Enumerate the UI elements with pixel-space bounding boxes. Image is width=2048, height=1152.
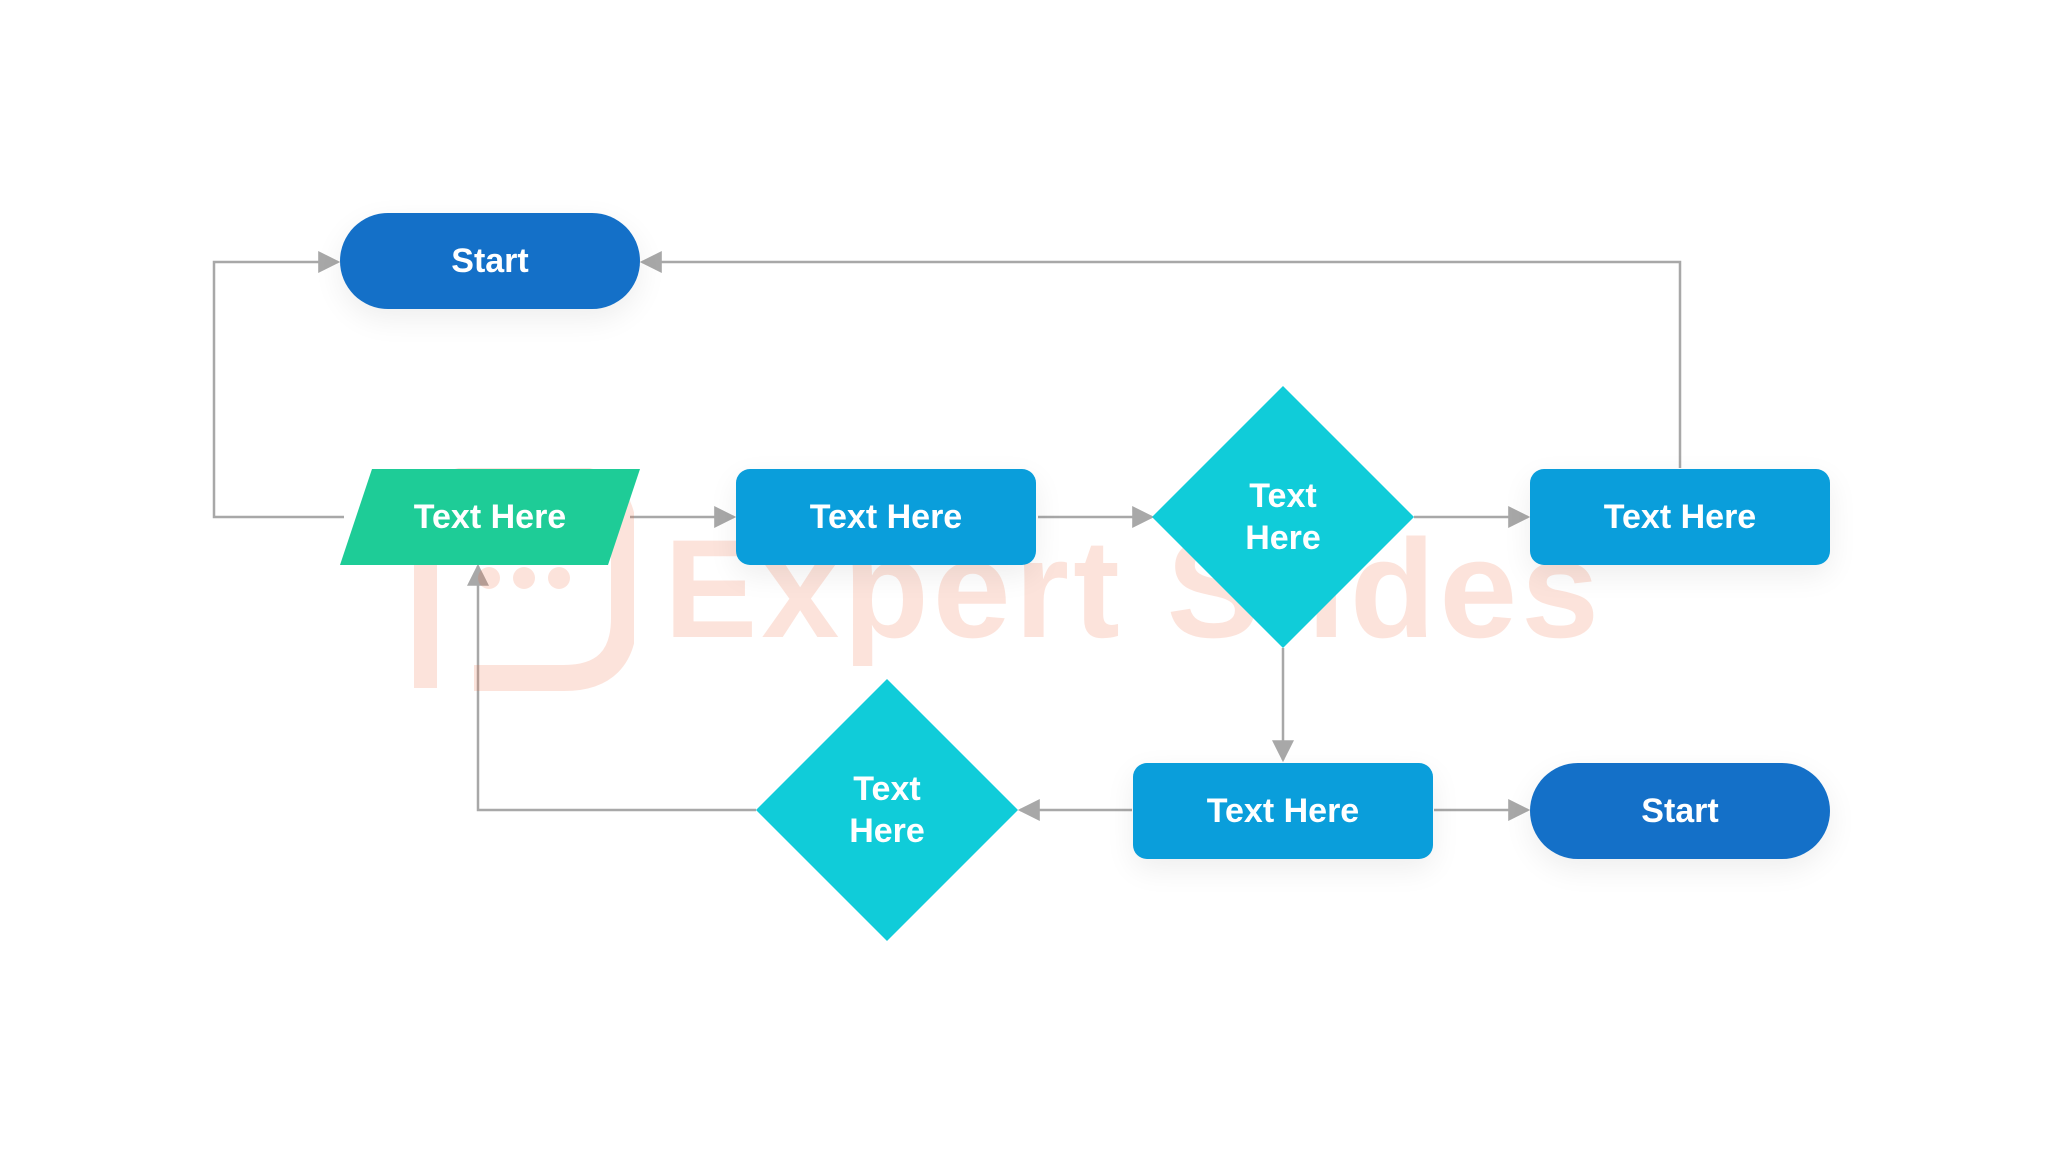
start-terminal-bottom[interactable]: Start xyxy=(1530,763,1830,859)
start-terminal-top[interactable]: Start xyxy=(340,213,640,309)
decision-diamond-2[interactable]: Text Here xyxy=(756,679,1018,941)
decision-diamond-1-label: Text Here xyxy=(1245,477,1321,557)
decision-diamond-2-label: Text Here xyxy=(849,770,925,850)
connector-input-to-start xyxy=(212,251,344,519)
decision-diamond-2-shape xyxy=(756,679,1018,941)
process-box-1-label: Text Here xyxy=(809,497,963,536)
process-box-2-label: Text Here xyxy=(1603,497,1757,536)
decision-diamond-1[interactable]: Text Here xyxy=(1152,386,1414,648)
start-terminal-top-label: Start xyxy=(451,241,529,280)
start-terminal-bottom-label: Start xyxy=(1641,791,1719,830)
connector-decision2-to-input xyxy=(467,563,756,812)
connector-process2-to-start xyxy=(639,251,1682,468)
decision-diamond-1-shape xyxy=(1152,386,1414,648)
input-parallelogram-label: Text Here xyxy=(413,497,567,536)
process-box-2[interactable]: Text Here xyxy=(1530,469,1830,565)
input-parallelogram[interactable]: Text Here xyxy=(340,469,640,565)
process-box-3[interactable]: Text Here xyxy=(1133,763,1433,859)
process-box-3-label: Text Here xyxy=(1206,791,1360,830)
process-box-1[interactable]: Text Here xyxy=(736,469,1036,565)
